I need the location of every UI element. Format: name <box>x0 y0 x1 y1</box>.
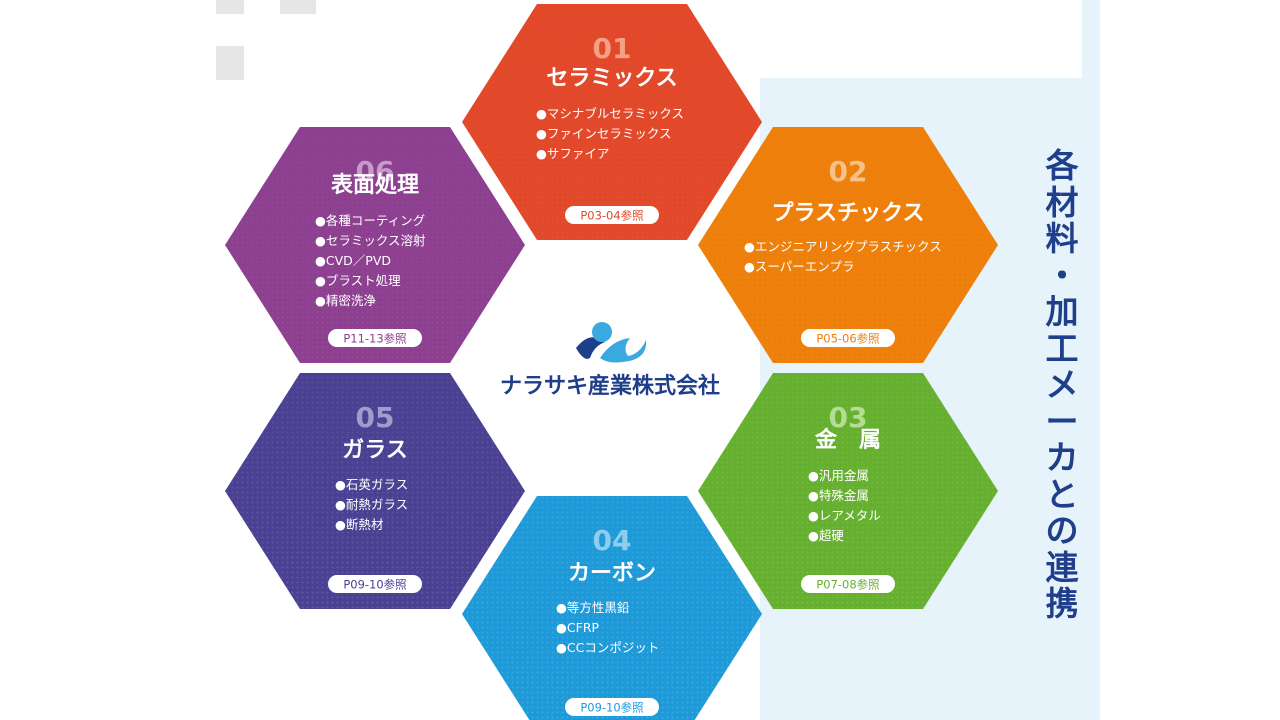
side-title-char: ー <box>1045 401 1079 441</box>
hex-item: ●レアメタル <box>808 508 881 523</box>
hex-item: ●特殊金属 <box>808 488 869 503</box>
hex-ref: P07-08参照 <box>816 578 879 592</box>
hex-ref-pill <box>565 698 659 716</box>
hex-item: ●ファインセラミックス <box>536 126 672 141</box>
side-title-char: 工 <box>1045 328 1079 368</box>
hex-dot-texture <box>225 127 525 363</box>
side-title-char: 料 <box>1045 219 1079 258</box>
side-title-char: 材 <box>1045 182 1079 222</box>
hex-dot-texture <box>698 373 998 609</box>
hex-ref: P03-04参照 <box>580 209 643 223</box>
deco-square-1 <box>216 0 244 14</box>
hex-ref: P11-13参照 <box>343 332 406 346</box>
hex-plastics: 02 プラスチックス ●エンジニアリングプラスチックス ●スーパーエンプラ P05-06… <box>698 127 998 363</box>
company-logo: ナラサキ産業株式会社 <box>490 318 740 400</box>
hex-item: ●等方性黒鉛 <box>556 600 630 615</box>
side-title-char: の <box>1045 511 1079 550</box>
hex-item: ●精密洗浄 <box>315 293 376 308</box>
hex-item: ●エンジニアリングプラスチックス <box>744 239 942 254</box>
side-title-char: 携 <box>1045 584 1079 623</box>
hex-number: 06 <box>356 155 395 188</box>
hex-title: 金 属 <box>814 427 881 453</box>
logo-mark-icon <box>576 322 647 363</box>
deco-square-2 <box>280 0 316 14</box>
hex-metal: 03金 属 ●汎用金属 ●特殊金属 ●レアメタル ●超硬 P07-08参照 <box>698 373 998 609</box>
hex-dot-texture <box>225 373 525 609</box>
side-title-char: 各 <box>1045 146 1079 185</box>
hex-item: ●CFRP <box>556 620 600 635</box>
hex-item: ●各種コーティング <box>315 213 425 228</box>
hex-item: ●スーパーエンプラ <box>744 259 854 274</box>
hex-item: ●マシナブルセラミックス <box>536 106 684 121</box>
hex-title: プラスチックス <box>772 201 925 226</box>
side-title-char: と <box>1045 474 1079 514</box>
side-title: 各 材 料 ・ 加 工 メ ー カ と の 連 携 <box>1036 146 1088 623</box>
hex-number: 04 <box>593 524 632 557</box>
company-name: ナラサキ産業株式会社 <box>500 374 721 399</box>
side-title-char: 連 <box>1045 547 1079 587</box>
hex-glass: 05 ガラス ●石英ガラス ●耐熱ガラス ●断熱材 P09-10参照 <box>225 373 525 609</box>
side-title-char: メ <box>1045 365 1079 404</box>
hex-item: ●ブラスト処理 <box>315 273 401 288</box>
hex-title: ガラス <box>342 438 408 463</box>
hex-ref-pill <box>565 206 659 224</box>
hex-number: 01 <box>593 32 632 65</box>
hex-ref: P09-10参照 <box>343 578 406 592</box>
hex-dot-texture <box>462 496 762 720</box>
hex-number: 02 <box>829 155 868 188</box>
hex-item: ●石英ガラス <box>335 477 408 492</box>
hex-carbon: 04 カーボン ●等方性黒鉛 ●CFRP ●CCコンポジット P09-10参照 <box>462 496 762 720</box>
hex-ref-pill <box>328 329 422 347</box>
hex-item: ●汎用金属 <box>808 468 869 483</box>
hex-ref-pill <box>801 575 895 593</box>
hex-item: ●CVD／PVD <box>315 253 391 268</box>
hex-item: ●断熱材 <box>335 517 383 532</box>
hex-ref: P09-10参照 <box>580 701 643 715</box>
hex-item: ●セラミックス溶射 <box>315 233 426 248</box>
hex-item: ●CCコンポジット <box>556 640 659 655</box>
hex-title: カーボン <box>568 561 656 586</box>
hex-item: ●耐熱ガラス <box>335 497 408 512</box>
hex-ref: P05-06参照 <box>816 332 879 346</box>
side-title-char: ・ <box>1045 255 1079 295</box>
hex-dot-texture <box>698 127 998 363</box>
hex-number: 05 <box>356 401 395 434</box>
hex-item: ●超硬 <box>808 528 844 543</box>
side-title-char: カ <box>1045 438 1079 477</box>
hex-ref-pill <box>801 329 895 347</box>
hex-number: 03 <box>829 401 868 434</box>
side-title-char: 加 <box>1045 292 1079 331</box>
hex-dot-texture <box>462 4 762 240</box>
hex-item: ●サファイア <box>536 146 609 161</box>
deco-square-3 <box>216 46 244 80</box>
hex-ref-pill <box>328 575 422 593</box>
hex-title: 表面処理 <box>331 172 419 198</box>
hex-title: セラミックス <box>546 66 677 91</box>
